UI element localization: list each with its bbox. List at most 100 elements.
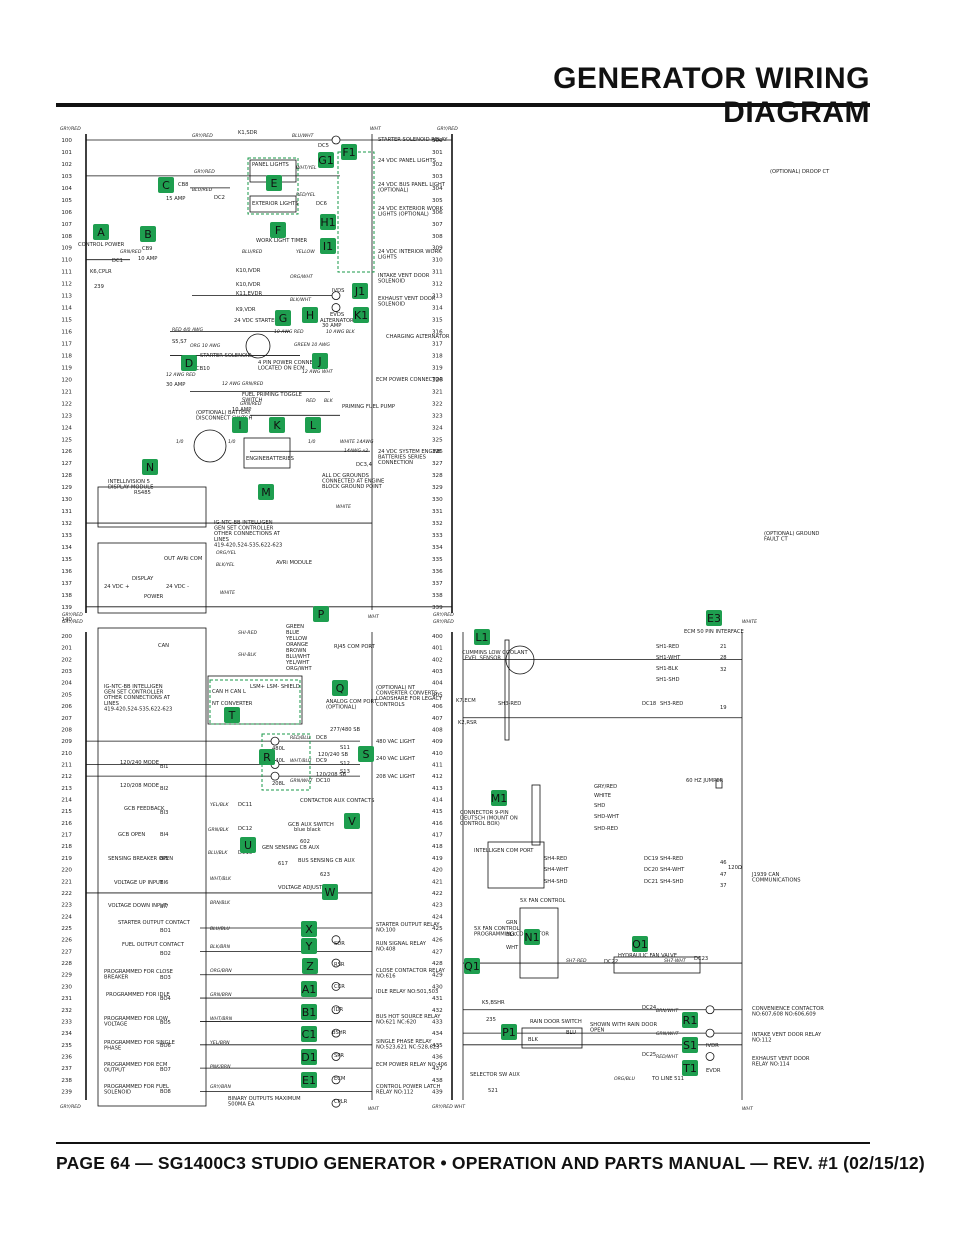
diagram-label: GRY/RED WHT	[432, 1104, 466, 1110]
diagram-label: VOLTAGE DOWN INPUT	[108, 903, 168, 909]
svg-text:F1: F1	[342, 146, 355, 159]
component-badge: Q1	[464, 958, 480, 974]
rung-number-left: 204	[61, 681, 72, 687]
optional-outline	[209, 679, 301, 725]
rung-number-left: 118	[61, 353, 72, 359]
diagram-label: 240L	[272, 758, 285, 764]
diagram-label: WHT	[506, 945, 519, 951]
diagram-label: GRN/BLK	[208, 827, 229, 833]
diagram-label: 24 VDC +	[104, 584, 129, 590]
component-badge: B1	[301, 1004, 317, 1020]
rung-number-right: 414	[432, 798, 443, 804]
diagram-label: 28	[720, 655, 727, 661]
diagram-label: GREEN 10 AWG	[294, 342, 330, 348]
component-badge: T	[224, 707, 240, 723]
rung-number-right: 328	[432, 473, 443, 479]
diagram-label: WHITE	[742, 619, 757, 625]
diagram-label: BUS SENSING CB AUX	[298, 858, 355, 864]
diagram-label: K10,IVDR	[236, 282, 261, 288]
rung-number-left: 227	[61, 949, 72, 955]
svg-text:H1: H1	[320, 216, 335, 229]
rung-number-right: 425	[432, 926, 443, 932]
diagram-label: YELLOW	[285, 636, 307, 642]
svg-text:L1: L1	[475, 631, 488, 644]
svg-text:W: W	[325, 886, 336, 899]
diagram-label: 24 VDC -	[166, 584, 189, 590]
diagram-label: DC3,4	[356, 462, 373, 468]
diagram-label: BSHR	[332, 1030, 347, 1036]
diagram-label: ECM POWER RELAY NO:406	[376, 1062, 447, 1068]
diagram-label: GCB AUX SWITCH	[288, 822, 334, 828]
rung-number-left: 216	[61, 821, 72, 827]
diagram-label: SH3-RED	[498, 701, 521, 707]
diagram-label: IDLE RELAY NO:501,503	[376, 989, 438, 995]
svg-text:R1: R1	[683, 1014, 698, 1027]
rung-number-right: 320	[432, 377, 443, 383]
diagram-label: K6,CPLR	[90, 269, 112, 275]
rung-number-left: 207	[61, 716, 72, 722]
diagram-label: SH3-RED	[660, 701, 683, 707]
page-title: GENERATOR WIRING DIAGRAM	[553, 62, 870, 129]
svg-text:C1: C1	[302, 1028, 317, 1041]
svg-text:A: A	[97, 226, 105, 239]
diagram-label: BLU/RED	[242, 249, 263, 255]
battery-box	[243, 437, 291, 469]
component-badge: X	[301, 921, 317, 937]
rung-number-right: 327	[432, 461, 443, 467]
rung-number-right: 437	[432, 1066, 443, 1072]
diagram-label: K9,VDR	[236, 307, 256, 313]
rung-number-left: 114	[61, 306, 72, 312]
diagram-label: 208 VAC LIGHT	[376, 774, 416, 780]
rung-number-left: 129	[61, 485, 72, 491]
component-badge: F	[270, 222, 286, 238]
diagram-label: CAN H CAN L	[212, 689, 246, 695]
diagram-label: BO3	[160, 975, 171, 981]
diagram-label: WHITE 14AWG	[340, 439, 374, 445]
component-badge: W	[322, 884, 338, 900]
diagram-label: 47	[720, 872, 727, 878]
relay-coil-symbol	[331, 935, 341, 945]
rung-number-right: 417	[432, 833, 443, 839]
rung-number-right: 436	[432, 1054, 443, 1060]
diagram-label: BI4	[160, 832, 169, 838]
diagram-label: ECM 50 PIN INTERFACE	[684, 629, 744, 635]
relay-coil-symbol	[331, 1005, 341, 1015]
diagram-label: 12 AWG WHT	[302, 369, 334, 375]
rung-number-left: 135	[61, 557, 72, 563]
title-rule	[56, 103, 870, 107]
diagram-label: GCB OPEN	[118, 832, 145, 838]
diagram-label: 19	[720, 705, 727, 711]
diagram-label: POWER	[144, 594, 164, 600]
deutsch-box	[531, 784, 541, 846]
diagram-label: DC22	[604, 959, 618, 965]
rung-number-left: 133	[61, 533, 72, 539]
rung-number-right: 310	[432, 258, 443, 264]
component-badge: E3	[706, 610, 722, 626]
component-badge: B	[140, 226, 156, 242]
diagram-label: 120/208 SB	[316, 772, 346, 778]
diagram-label: 30 AMP	[166, 382, 185, 388]
diagram-label: BO5	[160, 1020, 171, 1026]
svg-text:Y: Y	[305, 940, 313, 953]
relay-coil-symbol	[270, 736, 280, 746]
diagram-label: SH1-SHD	[656, 677, 680, 683]
rung-number-left: 119	[61, 365, 72, 371]
component-badge: H1	[320, 214, 336, 230]
svg-text:T1: T1	[682, 1062, 697, 1075]
device-circle	[193, 429, 227, 463]
rung-number-left: 111	[61, 270, 72, 276]
svg-text:I: I	[238, 419, 241, 432]
rung-number-left: 139	[61, 605, 72, 611]
diagram-label: IVDR	[706, 1043, 719, 1049]
rung-number-right: 332	[432, 521, 443, 527]
diagram-label: WHITE	[594, 793, 611, 799]
rung-number-right: 415	[432, 809, 443, 815]
rung-number-right: 409	[432, 739, 443, 745]
rung-number-right: 331	[432, 509, 443, 515]
